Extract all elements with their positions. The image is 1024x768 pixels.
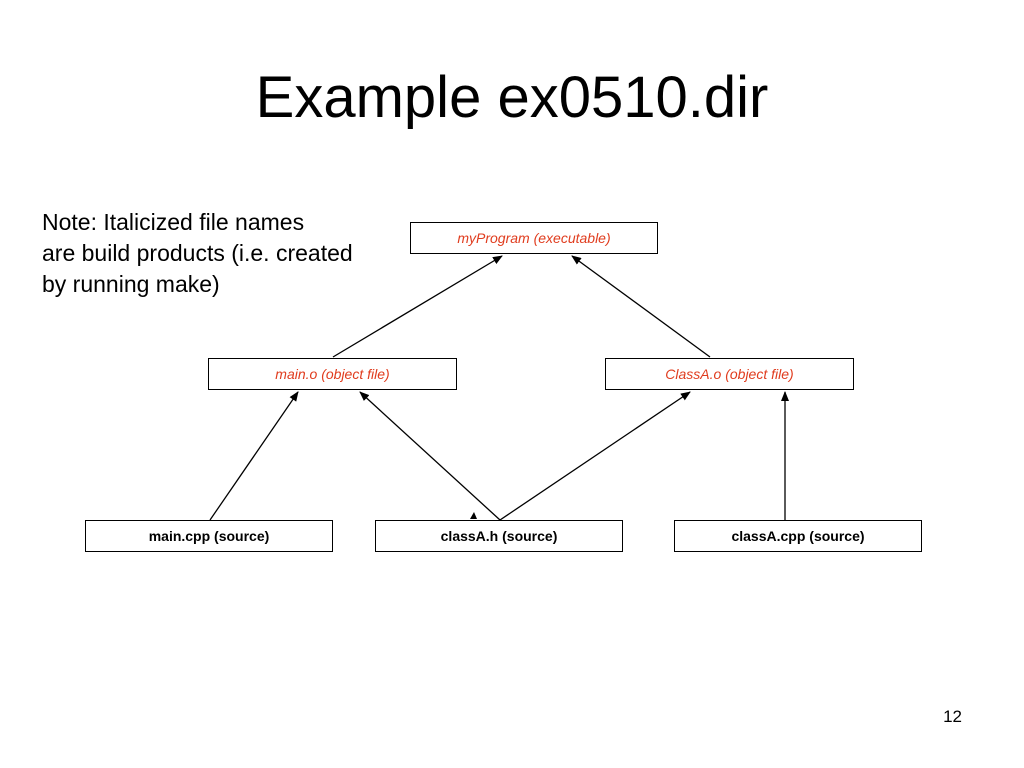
note-text: Note: Italicized file names are build pr… [42, 207, 412, 300]
node-classa-o[interactable]: ClassA.o (object file) [605, 358, 854, 390]
node-label: main.o (object file) [275, 366, 390, 382]
slide-title: Example ex0510.dir [255, 65, 769, 130]
node-classa-h[interactable]: classA.h (source) [375, 520, 623, 552]
node-myprogram[interactable]: myProgram (executable) [410, 222, 658, 254]
note-line: are build products (i.e. created [42, 240, 353, 266]
node-classa-cpp[interactable]: classA.cpp (source) [674, 520, 922, 552]
edge-classa-h-to-main-o [359, 391, 501, 521]
node-main-o[interactable]: main.o (object file) [208, 358, 457, 390]
node-label: classA.cpp (source) [731, 528, 865, 544]
node-label: ClassA.o (object file) [665, 366, 794, 382]
edge-classa-o-to-myprogram [571, 255, 711, 358]
note-line: Note: Italicized file names [42, 209, 305, 235]
edge-main-o-to-myprogram [332, 255, 503, 358]
node-label: main.cpp (source) [148, 528, 270, 544]
note-line: by running make) [42, 271, 220, 297]
node-label: myProgram (executable) [457, 230, 611, 246]
node-main-cpp[interactable]: main.cpp (source) [85, 520, 333, 552]
stray-arrowhead-mark [470, 512, 477, 519]
node-label: classA.h (source) [440, 528, 558, 544]
edge-classa-h-to-classa-o [499, 391, 691, 521]
edge-main-cpp-to-main-o [209, 391, 299, 521]
page-number: 12 [943, 707, 962, 726]
